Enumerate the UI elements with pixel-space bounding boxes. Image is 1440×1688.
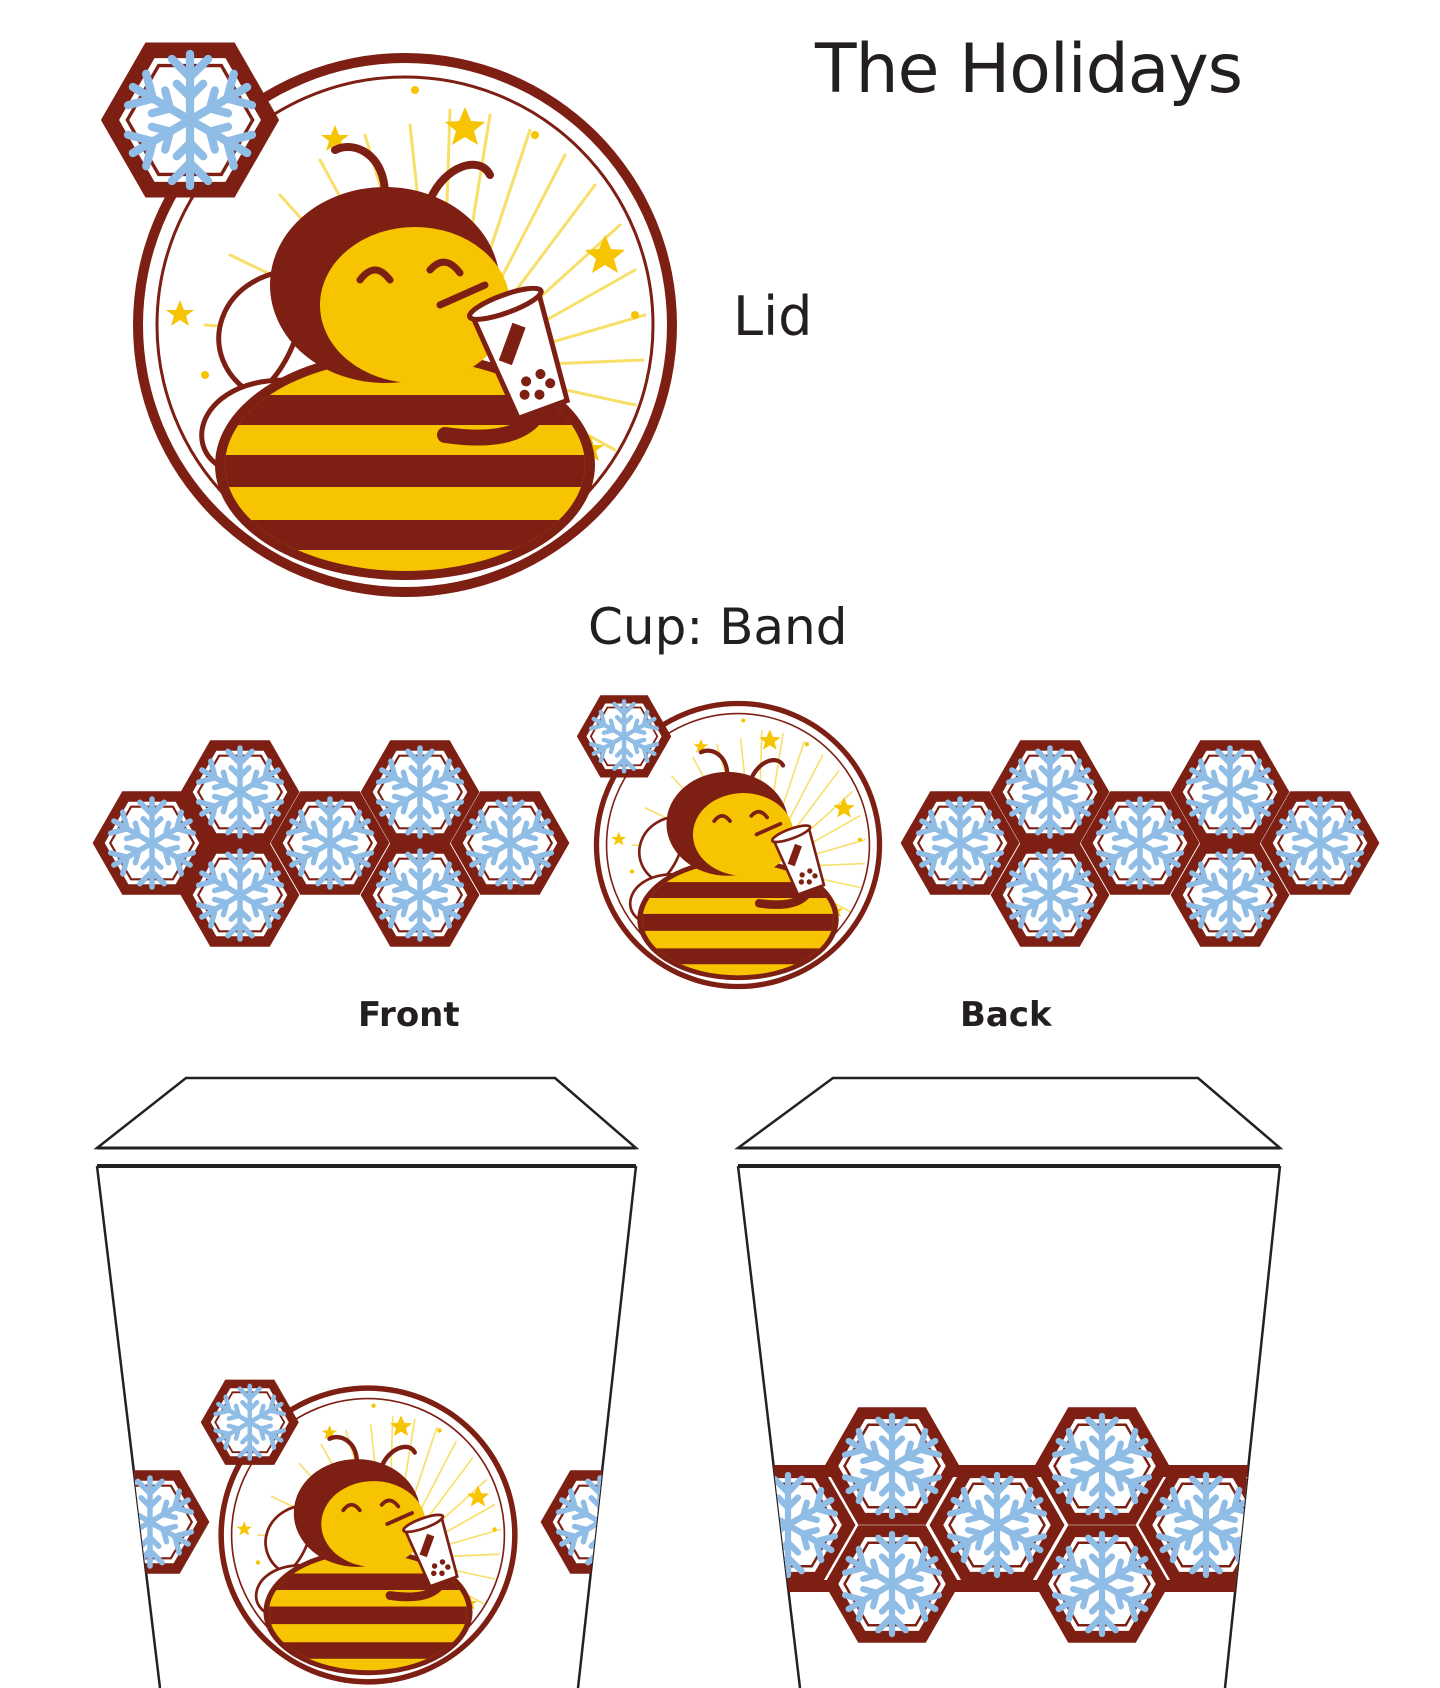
band-center-badge	[577, 695, 882, 989]
back-label: Back	[960, 995, 1052, 1035]
band-left-hexagons	[93, 740, 570, 946]
front-cup	[93, 1076, 640, 1688]
cup-band	[93, 695, 1380, 989]
lid-badge	[101, 42, 677, 597]
lid-label: Lid	[733, 285, 813, 348]
band-right-hexagons	[901, 740, 1380, 946]
page-title: The Holidays	[815, 30, 1243, 109]
back-cup	[734, 1076, 1284, 1688]
band-label: Cup: Band	[588, 598, 848, 656]
front-label: Front	[358, 995, 460, 1035]
